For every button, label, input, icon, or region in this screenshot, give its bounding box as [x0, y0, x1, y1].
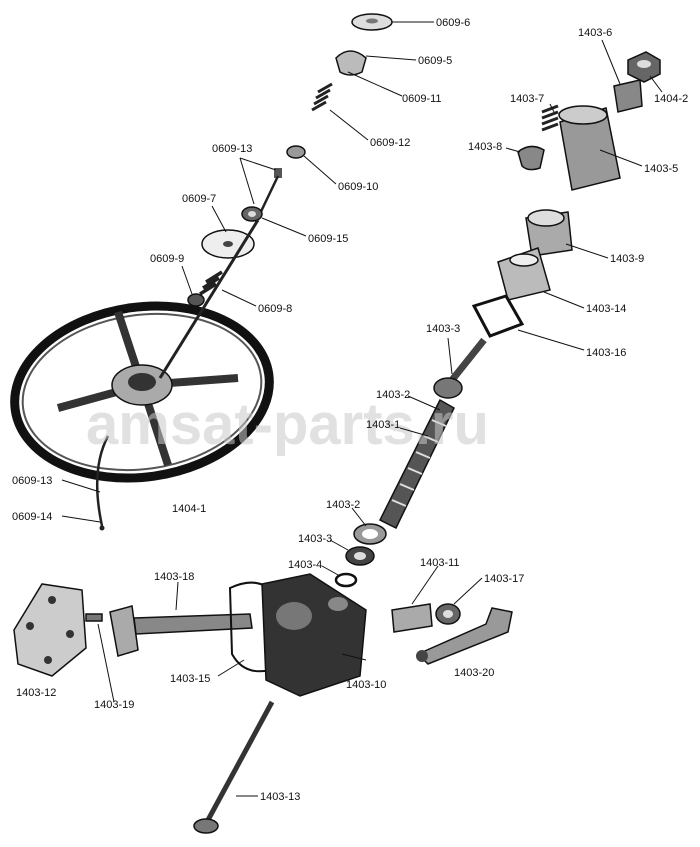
label-1403-17: 1403-17 [484, 573, 524, 585]
pitman-arm-1403-20 [416, 607, 513, 665]
housing-1403-9 [525, 209, 573, 257]
label-0609-13-top: 0609-13 [212, 143, 252, 155]
label-1403-1: 1403-1 [366, 419, 400, 431]
label-0609-6: 0609-6 [436, 17, 470, 29]
gear-box-1403-10 [261, 573, 367, 697]
label-1403-3-upper: 1403-3 [426, 323, 460, 335]
bearing-1403-2-lower [353, 523, 387, 545]
sector-shaft-1403-18 [109, 605, 253, 657]
gasket-1403-16 [471, 294, 525, 338]
label-1403-11: 1403-11 [420, 557, 460, 569]
label-0609-7: 0609-7 [182, 193, 216, 205]
cup-1403-8 [517, 145, 545, 171]
tube-1403-5 [558, 105, 621, 191]
seal-1403-17 [435, 603, 461, 625]
nut-1404-2 [627, 51, 661, 83]
leader-lines [61, 21, 663, 797]
cup-0609-5 [335, 50, 367, 76]
label-1403-8: 1403-8 [468, 141, 502, 153]
label-1404-1: 1404-1 [172, 503, 206, 515]
label-1403-7: 1403-7 [510, 93, 544, 105]
sleeve-1403-6 [613, 79, 643, 113]
label-0609-12: 0609-12 [370, 137, 410, 149]
label-1403-2-upper: 1403-2 [376, 389, 410, 401]
ring-1403-4 [334, 572, 358, 588]
label-1403-20: 1403-20 [454, 667, 494, 679]
bushing-1403-11 [391, 603, 433, 633]
shaft-1403-1 [378, 337, 487, 530]
spring-0609-11 [311, 82, 333, 112]
label-1403-15: 1403-15 [170, 673, 210, 685]
label-1403-18: 1403-18 [154, 571, 194, 583]
label-0609-13-bottom: 0609-13 [12, 475, 52, 487]
bearing-0609-15 [241, 206, 263, 222]
valve-1403-13 [193, 700, 275, 834]
wire-0609-14 [95, 435, 110, 531]
washer-0609-9 [187, 293, 205, 307]
part-labels: 0609-6 0609-5 0609-11 0609-12 0609-10 06… [12, 17, 688, 803]
nut-0609-10 [286, 145, 306, 159]
label-1403-5: 1403-5 [644, 163, 678, 175]
label-0609-15: 0609-15 [308, 233, 348, 245]
label-0609-9: 0609-9 [150, 253, 184, 265]
label-1403-3-lower: 1403-3 [298, 533, 332, 545]
label-1403-12: 1403-12 [16, 687, 56, 699]
screw-1403-19 [85, 613, 103, 622]
label-1403-16: 1403-16 [586, 347, 626, 359]
label-0609-11: 0609-11 [402, 93, 442, 105]
label-0609-10: 0609-10 [338, 181, 378, 193]
flange-1403-14 [497, 247, 551, 301]
cap-0609-6 [351, 13, 393, 31]
cover-1403-12 [13, 583, 87, 677]
cup-1403-3-lower [345, 546, 375, 566]
label-1403-4: 1403-4 [288, 559, 322, 571]
plate-0609-7 [201, 229, 255, 259]
label-0609-8: 0609-8 [258, 303, 292, 315]
label-1403-14: 1403-14 [586, 303, 626, 315]
label-1403-19: 1403-19 [94, 699, 134, 711]
label-1403-13: 1403-13 [260, 791, 300, 803]
label-0609-5: 0609-5 [418, 55, 452, 67]
label-1403-2-lower: 1403-2 [326, 499, 360, 511]
label-1403-10: 1403-10 [346, 679, 386, 691]
label-1403-9: 1403-9 [610, 253, 644, 265]
label-1403-6: 1403-6 [578, 27, 612, 39]
spring-0609-8 [199, 270, 223, 296]
spring-1403-7 [541, 104, 559, 132]
label-0609-14: 0609-14 [12, 511, 52, 523]
label-1404-2: 1404-2 [654, 93, 688, 105]
steering-wheel-1404-1 [10, 219, 274, 483]
watermark-text: amsat-parts.ru [86, 392, 489, 457]
